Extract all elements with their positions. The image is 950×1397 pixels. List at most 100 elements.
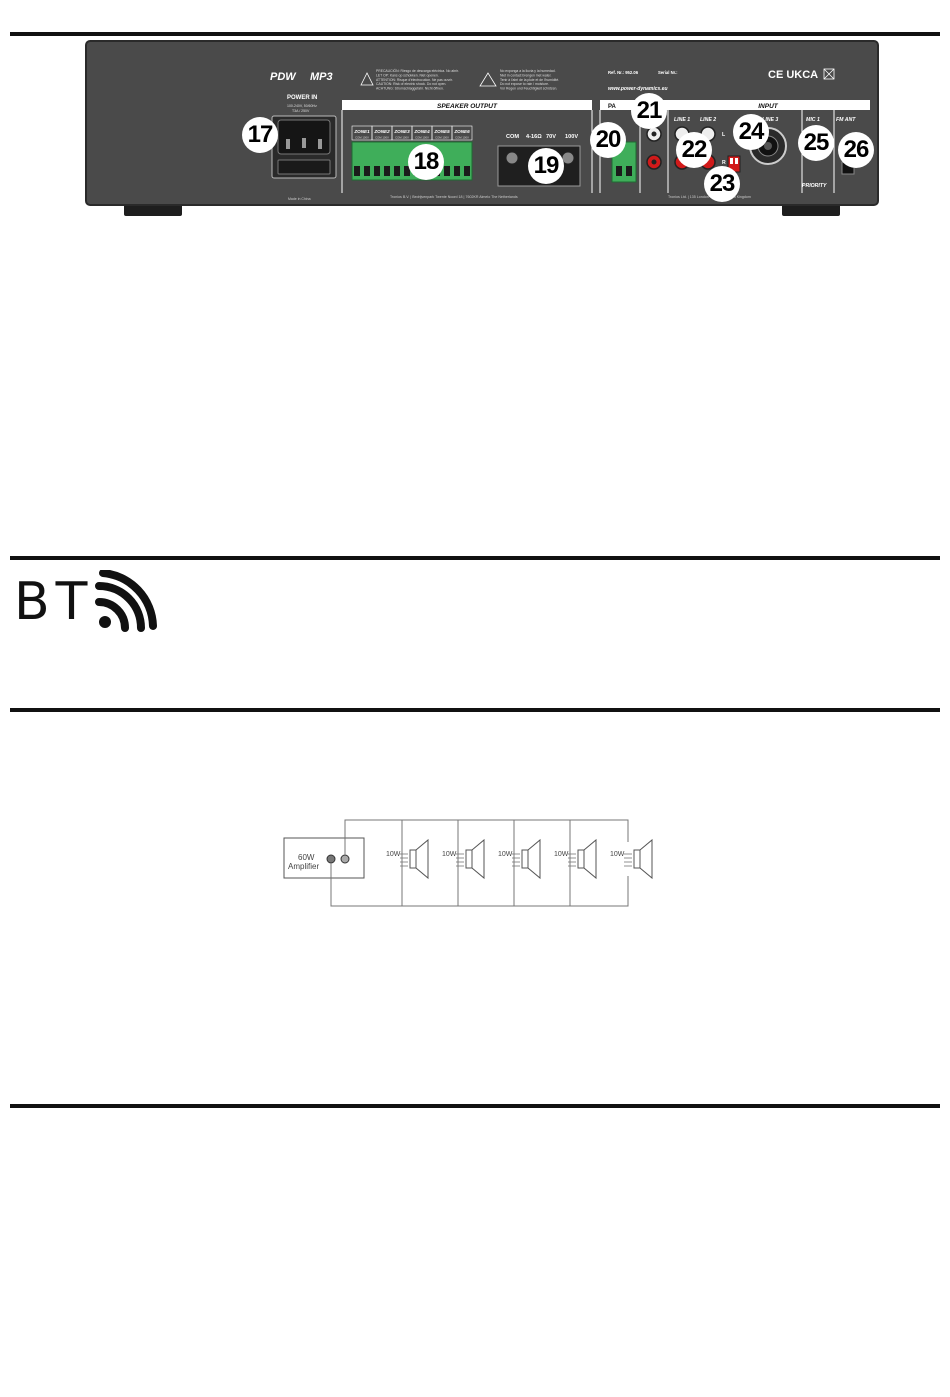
priority-label: PRIORITY bbox=[802, 183, 827, 189]
speaker-magnet bbox=[577, 849, 585, 869]
left-channel-marker: L bbox=[722, 132, 726, 138]
warning-line: Do not expose to rain / moisture. bbox=[500, 82, 549, 86]
callout-22: 22 bbox=[676, 132, 712, 168]
amplifier-box bbox=[283, 837, 365, 879]
power-in-spec: 100-240V, 50/60Hz bbox=[287, 104, 317, 108]
speaker-cone-icon bbox=[639, 838, 653, 880]
serial-number-label: Serial Nr.: bbox=[658, 70, 678, 75]
zone-label: ZONE2 bbox=[373, 129, 390, 134]
callout-19: 19 bbox=[528, 148, 564, 184]
input-header bbox=[600, 100, 870, 110]
warning-line: ACHTUNG: Stromschlaggefahr. Nicht öffnen… bbox=[376, 87, 444, 91]
dip-switch-lever-b bbox=[735, 158, 738, 164]
callout-18: 18 bbox=[408, 144, 444, 180]
ref-number: Ref. Nr.: 952.06 bbox=[608, 70, 639, 75]
callout-26: 26 bbox=[838, 132, 874, 168]
speaker-cone-icon bbox=[583, 838, 597, 880]
zone-terminal-slot bbox=[404, 166, 410, 176]
bt-heading: BT bbox=[14, 570, 158, 632]
amplifier-terminal-b bbox=[340, 854, 350, 864]
speaker-power-label: 10W bbox=[498, 851, 513, 858]
rca-jack-white-pin bbox=[651, 131, 657, 137]
bus-wire-bottom bbox=[330, 863, 629, 907]
warning-line: Niet in contact brengen met water. bbox=[500, 73, 552, 77]
rear-panel-svg: PDW MP3 POWER IN 100-240V, 50/60Hz T3A /… bbox=[85, 40, 879, 216]
amplifier-power-label: 60W bbox=[298, 853, 315, 862]
callout-21: 21 bbox=[631, 93, 667, 129]
zone-terminal-slot bbox=[354, 166, 360, 176]
certification-marks: CE UKCA bbox=[768, 69, 818, 81]
callout-20: 20 bbox=[590, 122, 626, 158]
speaker-magnet bbox=[521, 849, 529, 869]
warning-line: No exponga a la lluvia y la humedad. bbox=[500, 69, 556, 73]
zone-terminal-slot bbox=[384, 166, 390, 176]
lightning-warning-icon bbox=[360, 72, 374, 86]
dip-switch-lever-a bbox=[730, 158, 733, 164]
zone-sublabel: COM 100V bbox=[435, 136, 449, 140]
bus-wire-top bbox=[344, 819, 629, 855]
brand-text: PDW bbox=[270, 71, 297, 83]
footer-nl: Tronios B.V. | Bedrijvenpark Twente Noor… bbox=[390, 195, 518, 199]
iec-pin-right bbox=[318, 139, 322, 149]
warning-line: Vor Regen und Feuchtigkeit schützen. bbox=[500, 87, 557, 91]
terminal-screw-100v bbox=[561, 151, 575, 165]
zone-label: ZONE3 bbox=[393, 129, 410, 134]
speaker-output-header bbox=[342, 100, 592, 110]
section-divider-bt bbox=[10, 556, 940, 560]
speaker-power-label: 10W bbox=[610, 851, 625, 858]
zone-sublabel: COM 100V bbox=[395, 136, 409, 140]
page-terminal-slot-a bbox=[616, 166, 622, 176]
warning-text-1: PRECAUCIÓN: Riesgo de descarga eléctrica… bbox=[376, 68, 459, 91]
zone-label: ZONE4 bbox=[413, 129, 430, 134]
mic-1-label: MIC 1 bbox=[806, 117, 820, 123]
terminal-label: 4-16Ω bbox=[526, 134, 542, 140]
terminal-labels: COM 4-16Ω 70V 100V bbox=[506, 134, 578, 140]
terminal-screw-com bbox=[505, 151, 519, 165]
zone-label-box bbox=[451, 125, 473, 141]
made-in-label: Made in China bbox=[288, 197, 311, 201]
zone-terminal-slot bbox=[364, 166, 370, 176]
terminal-label: 100V bbox=[565, 134, 578, 140]
warning-line: CAUTION: Risk of electric shock. Do not … bbox=[376, 82, 446, 86]
warning-line: PRECAUCIÓN: Riesgo de descarga eléctrica… bbox=[376, 68, 459, 73]
speaker-power-label: 10W bbox=[386, 851, 401, 858]
rca-jack-red-pin bbox=[651, 159, 657, 165]
iec-pin-left bbox=[286, 139, 290, 149]
warning-line: ATTENTION: Risque d'électrocution. Ne pa… bbox=[376, 78, 453, 82]
zone-label: ZONE1 bbox=[353, 129, 370, 134]
speaker-magnet bbox=[409, 849, 417, 869]
callout-25: 25 bbox=[798, 125, 834, 161]
weee-icon bbox=[823, 68, 835, 80]
zone-sublabel: COM 100V bbox=[455, 136, 469, 140]
bt-label: BT bbox=[14, 572, 94, 632]
power-in-label: POWER IN bbox=[287, 95, 317, 101]
speaker-magnet bbox=[633, 849, 641, 869]
zone-sublabel: COM 100V bbox=[375, 136, 389, 140]
page-label-partial: PA bbox=[608, 104, 617, 110]
speaker-cone-icon bbox=[471, 838, 485, 880]
amplifier-terminal-a bbox=[326, 854, 336, 864]
bottom-divider bbox=[10, 1104, 940, 1108]
zone-terminal-slot bbox=[444, 166, 450, 176]
callout-17: 17 bbox=[242, 117, 278, 153]
terminal-label: 70V bbox=[546, 134, 556, 140]
zone-terminal-slot bbox=[374, 166, 380, 176]
speaker-power-label: 10W bbox=[554, 851, 569, 858]
rear-panel-illustration: PDW MP3 POWER IN 100-240V, 50/60Hz T3A /… bbox=[80, 38, 880, 218]
warning-line: Tenir à l'abri de la pluie et de l'humid… bbox=[500, 78, 559, 82]
line-1-label: LINE 1 bbox=[674, 117, 690, 123]
top-divider bbox=[10, 32, 940, 36]
website-url: www.power-dynamics.eu bbox=[608, 86, 668, 92]
terminal-label: COM bbox=[506, 134, 519, 140]
zone-terminal-slot bbox=[464, 166, 470, 176]
speaker-power-label: 10W bbox=[442, 851, 457, 858]
warning-text-2: No exponga a la lluvia y la humedad.Niet… bbox=[500, 69, 559, 91]
zone-terminal-slot bbox=[394, 166, 400, 176]
combo-jack-hole bbox=[764, 142, 772, 150]
right-foot bbox=[782, 204, 840, 216]
speaker-output-label: SPEAKER OUTPUT bbox=[437, 103, 498, 110]
weee-icon-cross-b bbox=[823, 68, 835, 80]
line-2-label: LINE 2 bbox=[700, 117, 716, 123]
